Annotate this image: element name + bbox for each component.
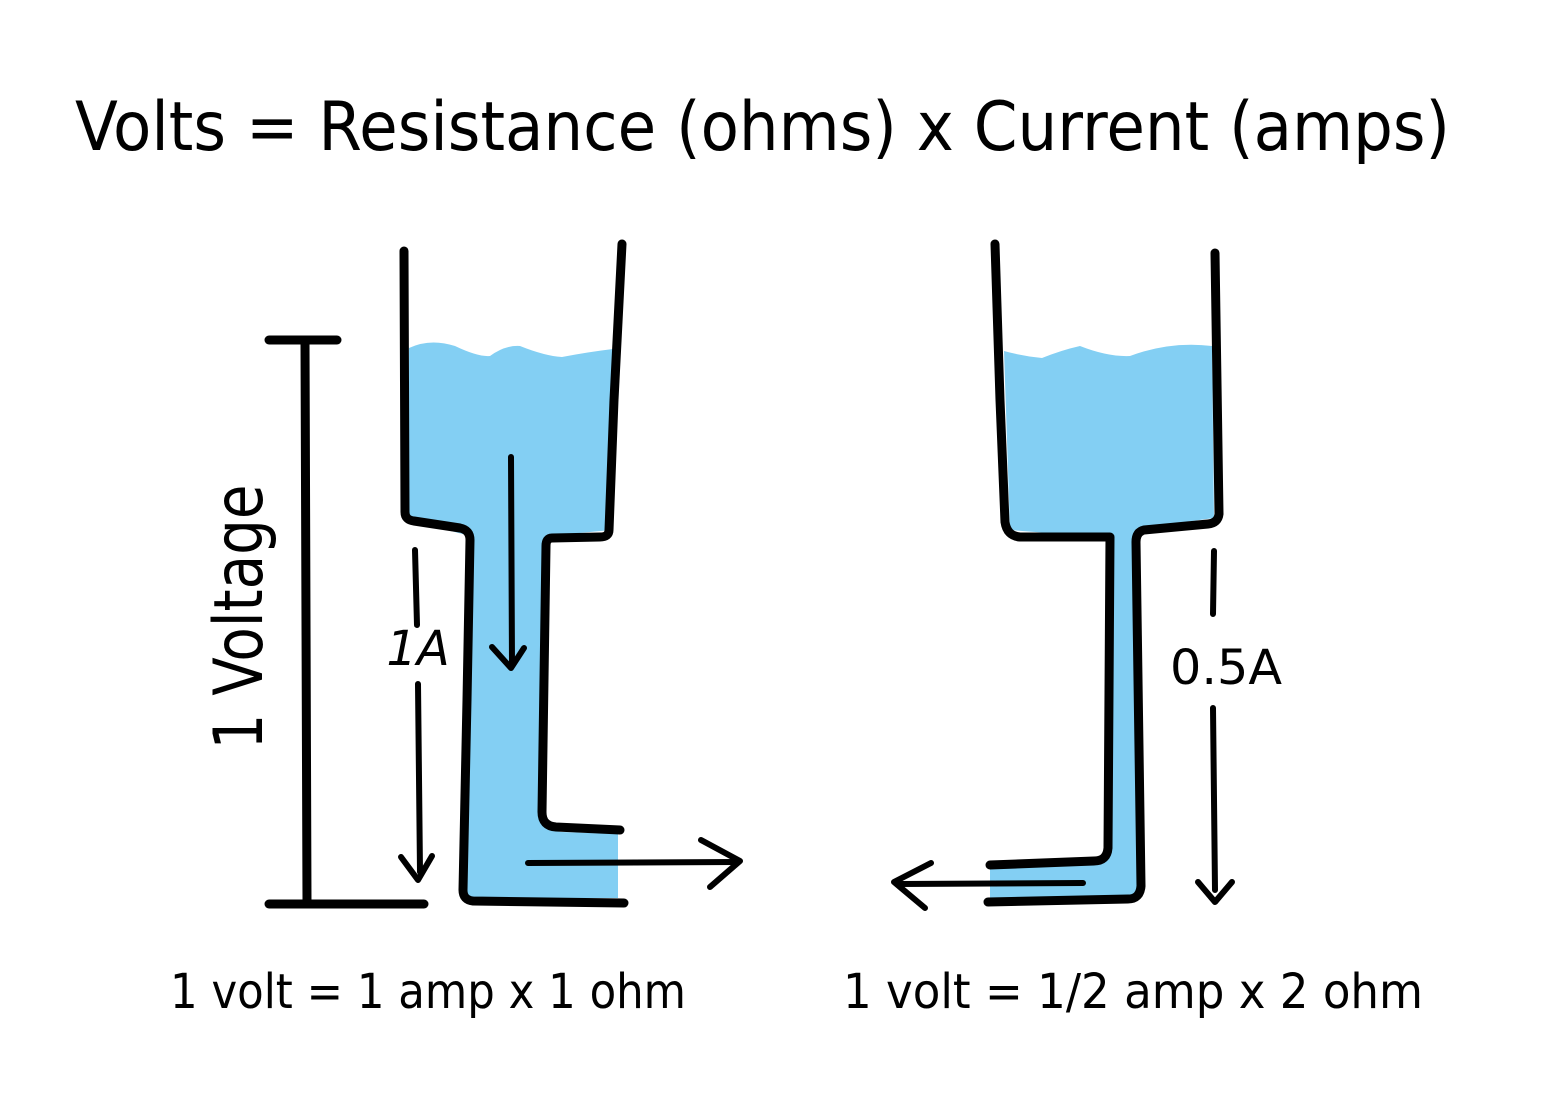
right-current-label: 0.5A xyxy=(1170,640,1282,696)
right-tank-right-wall xyxy=(983,248,1224,907)
right-tank-left-wall xyxy=(985,239,1115,870)
voltage-label: 1 Voltage xyxy=(200,485,279,750)
left-flow-arrow-head xyxy=(489,644,527,671)
right-equation: 1 volt = 1/2 amp x 2 ohm xyxy=(843,964,1423,1020)
left-flow-arrow-line xyxy=(508,454,515,669)
right-current-arrow-head xyxy=(1195,879,1235,905)
right-current-arrow-line-top xyxy=(1210,548,1217,617)
left-equation: 1 volt = 1 amp x 1 ohm xyxy=(170,964,686,1020)
left-tank: 1A xyxy=(386,239,743,908)
right-outlet-arrow-line xyxy=(897,880,1086,887)
left-current-arrow-line-bottom xyxy=(415,681,423,875)
voltage-bar-vertical xyxy=(300,337,312,907)
right-outlet-arrow-head xyxy=(891,860,934,911)
left-tank-left-wall xyxy=(399,246,629,908)
left-current-arrow-line-top xyxy=(412,547,420,628)
right-current-arrow-line-bottom xyxy=(1210,705,1218,893)
right-tank: 0.5A xyxy=(891,239,1282,911)
right-tank-water xyxy=(990,344,1214,899)
diagram-title: Volts = Resistance (ohms) x Current (amp… xyxy=(75,88,1450,167)
left-tank-right-wall xyxy=(537,239,627,835)
left-outlet-arrow-line xyxy=(525,859,741,866)
left-current-arrow-head xyxy=(398,853,435,883)
voltage-bar: 1 Voltage xyxy=(200,335,429,909)
left-current-label: 1A xyxy=(386,621,449,677)
left-outlet-arrow-head xyxy=(698,837,743,890)
